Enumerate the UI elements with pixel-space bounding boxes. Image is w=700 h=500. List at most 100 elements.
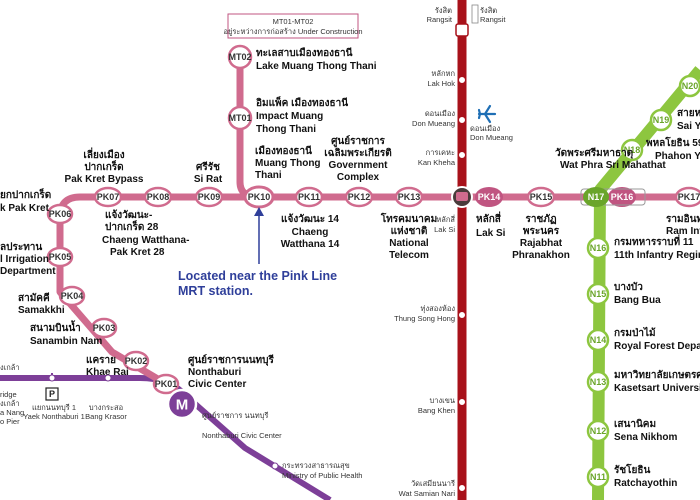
purple-station-nonthaburi-civic-center[interactable]: M ศูนย์ราชการ นนทบุรี Nonthaburi Civic C… — [166, 388, 282, 440]
svg-text:Wat Phra Sri Mahathat: Wat Phra Sri Mahathat — [560, 160, 666, 171]
svg-text:Government: Government — [329, 160, 389, 171]
purple-station-bang-krasor[interactable]: บางกระสอ Bang Krasor — [85, 374, 127, 421]
station-n16[interactable]: N16 กรมทหารราบที่ 11 11th Infantry Regim… — [586, 234, 700, 261]
svg-text:Lak Si: Lak Si — [476, 228, 506, 239]
svg-text:PK06: PK06 — [49, 209, 72, 219]
svg-text:Khae Rai: Khae Rai — [86, 367, 129, 378]
station-pk02[interactable]: PK02 แคราย Khae Rai — [86, 350, 150, 378]
station-n14[interactable]: N14 กรมป่าไม้ Royal Forest Departme — [586, 326, 700, 352]
svg-text:Ratchayothin: Ratchayothin — [614, 478, 677, 489]
svg-text:ศูนย์ราชการนนทบุรี: ศูนย์ราชการนนทบุรี — [188, 354, 274, 367]
purple-station-ministry-public-health[interactable]: กระทรวงสาธารณสุข Ministry of Public Heal… — [271, 461, 362, 480]
svg-text:Rangsit: Rangsit — [427, 15, 453, 24]
red-station-rangsit[interactable]: รังสิต Rangsit รังสิต Rangsit — [427, 4, 507, 37]
svg-text:Chaeng Watthana-: Chaeng Watthana- — [102, 235, 189, 246]
purple-station-yaek-nonthaburi-1[interactable]: แยกนนทบุรี 1 Yaek Nonthaburi 1 — [23, 373, 85, 421]
station-mt01[interactable]: MT01 อิมแพ็ค เมืองทองธานี Impact Muang T… — [227, 95, 348, 135]
svg-text:PK12: PK12 — [348, 192, 371, 202]
svg-text:บางบัว: บางบัว — [614, 281, 643, 293]
svg-text:N17: N17 — [588, 192, 605, 202]
svg-text:หลักสี่: หลักสี่ — [476, 211, 502, 225]
svg-text:แคราย: แคราย — [86, 355, 116, 366]
svg-text:ridge: ridge — [0, 390, 17, 399]
red-station-wat-samian-nari[interactable]: วัดเสมียนนารี Wat Samian Nari — [399, 479, 466, 498]
svg-text:Rajabhat: Rajabhat — [520, 238, 563, 249]
svg-text:o Pier: o Pier — [0, 417, 20, 426]
svg-text:PK17: PK17 — [678, 192, 700, 202]
svg-text:N15: N15 — [590, 289, 607, 299]
station-pk03[interactable]: PK03 สนามบินน้ำ Sanambin Nam — [30, 317, 118, 347]
station-pk15[interactable]: PK15 ราชภัฏ พระนคร Rajabhat Phranakhon — [512, 186, 570, 261]
svg-text:เลี่ยงเมือง: เลี่ยงเมือง — [83, 147, 124, 161]
station-n20[interactable]: N20 — [678, 74, 700, 98]
station-pk01[interactable]: PK01 ศูนย์ราชการนนทบุรี Nonthaburi Civic… — [152, 354, 274, 395]
svg-text:MT01: MT01 — [228, 113, 251, 123]
svg-text:PK10: PK10 — [248, 192, 271, 202]
svg-text:โทรคมนาคม: โทรคมนาคม — [380, 212, 437, 225]
svg-text:บางเขน: บางเขน — [430, 396, 455, 405]
svg-text:Thong Thani: Thong Thani — [256, 124, 316, 135]
svg-text:รามอินทร: รามอินทร — [666, 213, 700, 225]
svg-text:PK08: PK08 — [147, 192, 170, 202]
interchange-box — [580, 188, 646, 206]
svg-text:วัดพระศรีมหาธาตุ: วัดพระศรีมหาธาตุ — [555, 147, 633, 159]
station-n15[interactable]: N15 บางบัว Bang Bua — [586, 281, 661, 306]
station-pk08[interactable]: PK08 แจ้งวัฒนะ- ปากเกร็ด 28 Chaeng Watth… — [102, 186, 189, 258]
station-pk17[interactable]: PK17 รามอินทร Ram Inth — [666, 186, 700, 237]
station-pk04[interactable]: PK04 สามัคคี Samakkhi — [18, 285, 86, 316]
svg-text:N12: N12 — [590, 426, 607, 436]
station-pk14[interactable]: PK14 หลักสี่ Lak Si — [475, 187, 506, 239]
svg-text:Bang Khen: Bang Khen — [418, 406, 455, 415]
red-station-bang-khen[interactable]: บางเขน Bang Khen — [418, 396, 466, 415]
station-label-en: Lake Muang Thong Thani — [256, 61, 377, 72]
station-n13[interactable]: N13 มหาวิทยาลัยเกษตรศาสต Kasetsart Unive… — [586, 369, 700, 394]
red-station-thung-song-hong[interactable]: ทุ่งสองห้อง Thung Song Hong — [394, 304, 466, 323]
svg-text:Yaek Nonthaburi 1: Yaek Nonthaburi 1 — [23, 412, 85, 421]
airplane-icon — [477, 104, 497, 124]
station-n17[interactable]: N17 วัดพระศรีมหาธาตุ Wat Phra Sri Mahath… — [555, 147, 666, 207]
svg-text:PK09: PK09 — [198, 192, 221, 202]
svg-text:ทุ่งสองห้อง: ทุ่งสองห้อง — [421, 304, 456, 313]
svg-text:Thung Song Hong: Thung Song Hong — [394, 314, 455, 323]
station-n11[interactable]: N11 รัชโยธิน Ratchayothin — [586, 463, 677, 489]
svg-text:มหาวิทยาลัยเกษตรศาสต: มหาวิทยาลัยเกษตรศาสต — [614, 369, 700, 381]
station-pk06[interactable]: PK06 ยกปากเกร็ด k Pak Kret — [0, 187, 74, 225]
svg-text:ยกปากเกร็ด: ยกปากเกร็ด — [0, 187, 51, 201]
svg-text:สนามบินน้ำ: สนามบินน้ำ — [30, 320, 81, 334]
svg-text:PK15: PK15 — [530, 192, 553, 202]
svg-text:PK02: PK02 — [125, 356, 148, 366]
station-pk05[interactable]: PK05 ลประทาน l Irrigation Department — [0, 241, 74, 277]
station-pk09[interactable]: PK09 ศรีรัช Si Rat — [194, 161, 224, 208]
station-pk07[interactable]: PK07 เลี่ยงเมือง ปากเกร็ด Pak Kret Bypas… — [65, 147, 144, 208]
red-station-lak-hok[interactable]: หลักหก Lak Hok — [427, 69, 466, 88]
svg-text:N18: N18 — [624, 145, 641, 155]
station-pk10[interactable]: PK10 เมืองทองธานี Muang Thong Thani — [243, 145, 321, 209]
svg-text:Lak Si: Lak Si — [434, 225, 455, 234]
svg-text:PK13: PK13 — [398, 192, 421, 202]
station-n18[interactable]: N18 พหลโยธิน 59 Phahon Yothin 59 — [620, 136, 700, 162]
svg-text:Kasetsart University: Kasetsart University — [614, 383, 700, 394]
svg-text:ดอนเมือง: ดอนเมือง — [470, 124, 501, 133]
svg-text:Kan Kheha: Kan Kheha — [418, 158, 456, 167]
station-label-th: ทะเลสาบเมืองทองธานี — [256, 47, 353, 59]
svg-text:N11: N11 — [590, 472, 606, 482]
red-station-lak-si[interactable]: หลักสี่ Lak Si — [434, 186, 473, 234]
svg-text:N13: N13 — [590, 377, 607, 387]
svg-text:National: National — [389, 238, 429, 249]
svg-text:อิมแพ็ค เมืองทองธานี: อิมแพ็ค เมืองทองธานี — [256, 95, 348, 109]
station-n19[interactable]: N19 สายหยุ Sai Yu — [649, 108, 700, 132]
svg-text:PK14: PK14 — [478, 192, 501, 202]
red-station-don-mueang[interactable]: ดอนเมือง Don Mueang ดอนเมือง Don Mueang — [412, 104, 513, 142]
svg-text:Bang Krasor: Bang Krasor — [85, 412, 127, 421]
svg-text:Nonthaburi: Nonthaburi — [188, 367, 242, 378]
red-station-kan-kheha[interactable]: การเคหะ Kan Kheha — [418, 148, 466, 167]
station-n12[interactable]: N12 เสนานิคม Sena Nikhom — [586, 418, 677, 443]
station-pk13[interactable]: PK13 โทรคมนาคม แห่งชาติ National Telecom — [380, 186, 437, 261]
station-pk12[interactable]: PK12 ศูนย์ราชการ เฉลิมพระเกียรติ Governm… — [324, 135, 392, 208]
station-pk11[interactable]: PK11 แจ้งวัฒนะ 14 Chaeng Watthana 14 — [281, 186, 340, 250]
transfer-marker-icon — [471, 4, 479, 24]
station-mt02[interactable]: MT02 ทะเลสาบเมืองทองธานี Lake Muang Thon… — [227, 44, 377, 72]
station-pk16[interactable]: PK16 — [608, 187, 636, 207]
svg-text:Don Mueang: Don Mueang — [412, 119, 455, 128]
